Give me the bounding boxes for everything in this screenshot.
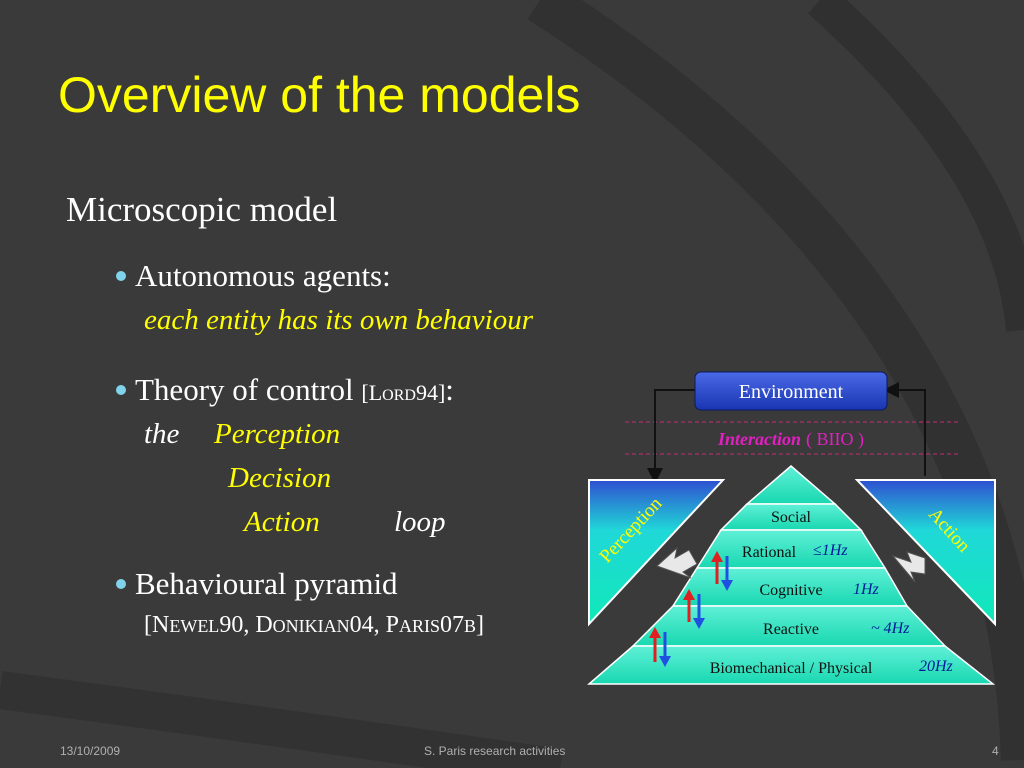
freq-reactive: ~ 4Hz bbox=[871, 620, 910, 637]
loop-word: loop bbox=[394, 506, 446, 538]
down-arrow-head-icon bbox=[659, 656, 671, 667]
bullet-dot-icon bbox=[116, 578, 126, 589]
cognitive-reactive-arrows bbox=[683, 589, 705, 629]
env-to-perception-arrow bbox=[647, 389, 695, 484]
loop-the: the bbox=[144, 418, 180, 450]
reactive-biomechanical-arrows bbox=[649, 627, 671, 667]
layer-label-rational: Rational bbox=[742, 544, 797, 561]
pyramid-references: [NEWEL90, DONIKIAN04, PARIS07B] bbox=[144, 612, 485, 638]
bullet-theory-of-control: Theory of control [LORD94]: bbox=[116, 372, 454, 408]
loop-decision: Decision bbox=[228, 462, 332, 494]
layer-label-reactive: Reactive bbox=[763, 621, 819, 638]
down-arrow-head-icon bbox=[693, 618, 705, 629]
bullet-dot-icon bbox=[116, 270, 126, 281]
layer-biomechanical bbox=[586, 645, 996, 685]
reference-lord94: [LORD94] bbox=[361, 380, 446, 405]
action-to-env-arrow bbox=[883, 382, 926, 476]
layer-label-social: Social bbox=[771, 509, 812, 526]
action-output-arrow-icon bbox=[891, 551, 926, 583]
layer-label-biomechanical: Biomechanical / Physical bbox=[710, 660, 873, 677]
loop-action: Action bbox=[244, 506, 320, 538]
bullet-autonomous-agents: Autonomous agents: bbox=[116, 258, 391, 294]
bullet-autonomous-detail: each entity has its own behaviour bbox=[144, 304, 534, 336]
footer-date: 13/10/2009 bbox=[60, 744, 121, 758]
up-arrow-head-icon bbox=[649, 627, 661, 638]
layer-label-cognitive: Cognitive bbox=[759, 582, 822, 599]
environment-label: Environment bbox=[739, 381, 844, 403]
environment-box bbox=[694, 371, 888, 411]
slide-subtitle: Microscopic model bbox=[66, 190, 338, 229]
footer-page-number: 4 bbox=[992, 744, 999, 758]
pyramid-apex bbox=[744, 465, 838, 505]
perception-input-arrow-icon bbox=[656, 546, 698, 579]
loop-perception: Perception bbox=[214, 418, 341, 450]
behavioural-pyramid-diagram: Environment Interaction( BIIO ) Percepti… bbox=[586, 371, 996, 685]
up-arrow-head-icon bbox=[683, 589, 695, 600]
perception-triangle bbox=[588, 479, 726, 627]
footer-center: S. Paris research activities bbox=[424, 744, 566, 758]
bullet-dot-icon bbox=[116, 384, 126, 395]
interaction-label: Interaction( BIIO ) bbox=[717, 429, 864, 450]
slide-title: Overview of the models bbox=[58, 67, 581, 123]
freq-biomechanical: 20Hz bbox=[919, 658, 954, 675]
down-arrow-head-icon bbox=[721, 580, 733, 591]
rational-cognitive-arrows bbox=[711, 551, 733, 591]
action-triangle bbox=[854, 479, 996, 627]
freq-rational: ≤1Hz bbox=[813, 542, 848, 559]
freq-cognitive: 1Hz bbox=[853, 581, 880, 598]
up-arrow-head-icon bbox=[711, 551, 723, 562]
pyramid bbox=[586, 465, 996, 685]
bullet-behavioural-pyramid: Behavioural pyramid bbox=[116, 566, 398, 602]
